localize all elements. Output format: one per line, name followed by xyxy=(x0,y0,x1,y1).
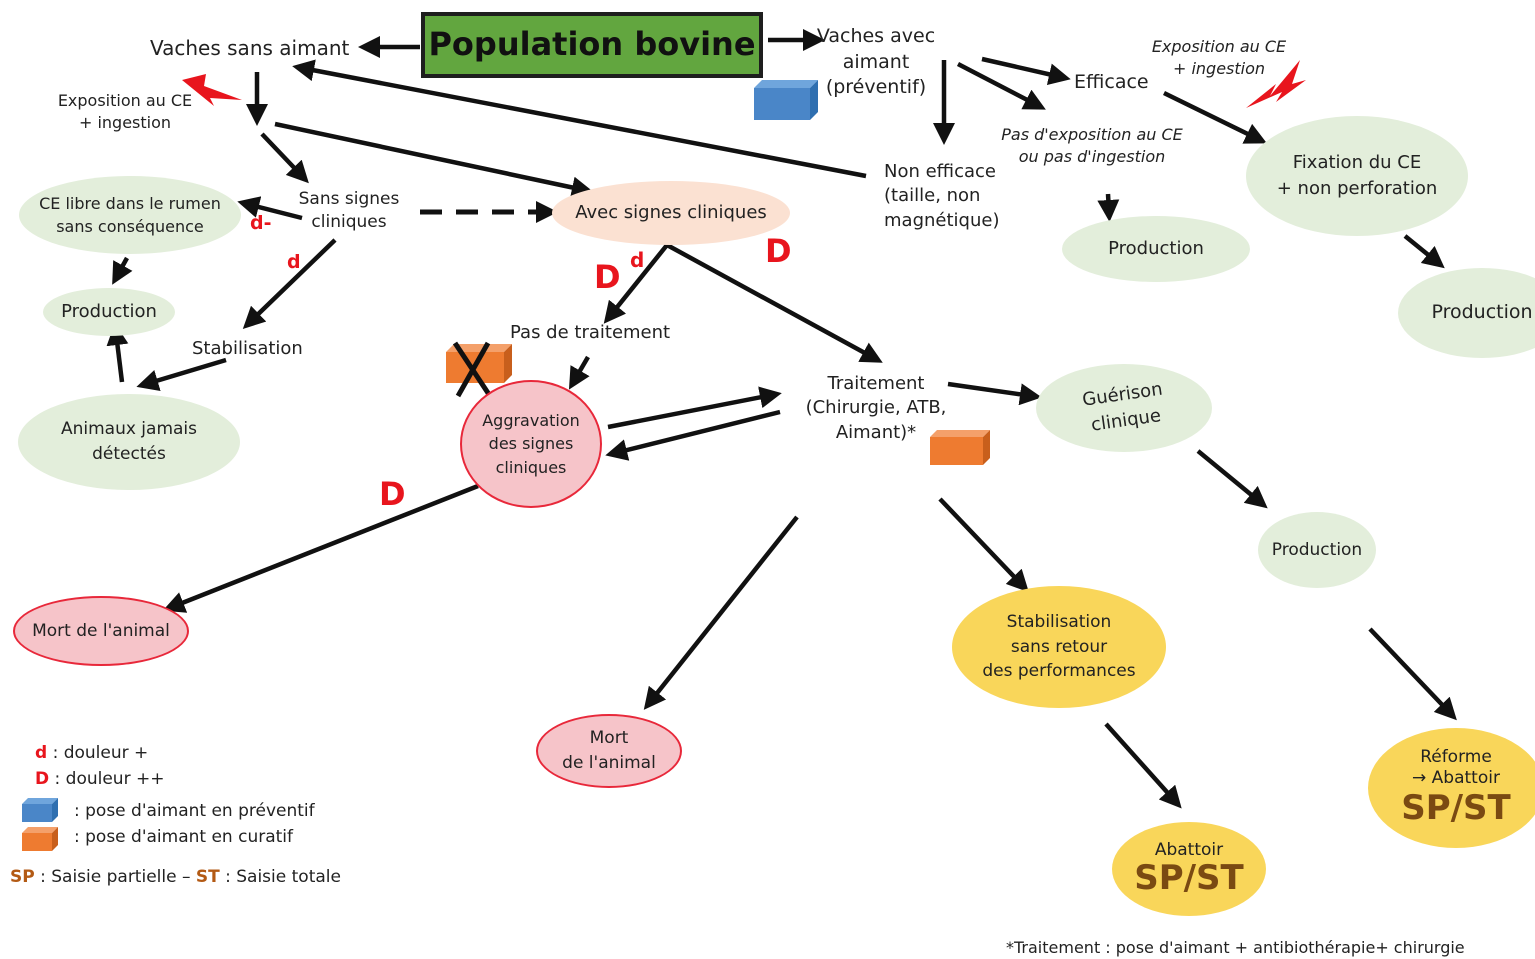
stabilisation-sans-retour-node: Stabilisation sans retour des performanc… xyxy=(952,586,1166,708)
arrow-to-pas-exposition xyxy=(956,62,1046,110)
arrow-sans-signes-to-stabilisation xyxy=(242,238,337,329)
abattoir-label: Abattoir xyxy=(1154,839,1224,860)
arrow-guerison-to-production xyxy=(1196,449,1268,509)
pain-D-mark: D xyxy=(379,475,406,513)
vaches-sans-aimant-label: Vaches sans aimant xyxy=(150,36,350,60)
arrow-pas-exposition-to-production xyxy=(1097,193,1120,222)
production-c-node: Production xyxy=(1258,512,1376,588)
production-a-node: Production xyxy=(1062,216,1250,282)
fixation-node: Fixation du CE + non perforation xyxy=(1246,116,1468,236)
arrow-to-sans-signes xyxy=(260,132,309,184)
traitement-label: Traitement (Chirurgie, ATB, Aimant)* xyxy=(805,373,947,443)
ce-libre-node: CE libre dans le rumen sans conséquence xyxy=(19,176,241,254)
arrow-stabilisation-to-animaux xyxy=(136,357,227,392)
pain-d-mark: d xyxy=(630,248,645,272)
arrow-traitement-to-stabilisation xyxy=(938,497,1029,593)
arrow-aggravation-to-mort xyxy=(162,483,479,613)
arrow-production-to-reforme xyxy=(1368,627,1457,721)
arrow-traitement-to-mort xyxy=(643,515,799,710)
vaches-avec-aimant-label: Vaches avec aimant (préventif) xyxy=(816,25,936,99)
pain-d-mark: d xyxy=(287,251,301,273)
spst-label: SP/ST xyxy=(1134,857,1244,898)
exposition-left-label: Exposition au CE + ingestion xyxy=(57,91,193,132)
avec-signes-node: Avec signes cliniques xyxy=(552,181,790,245)
arrow-non-efficace-to-sans-aimant xyxy=(292,59,867,179)
mort-center-node: Mort de l'animal xyxy=(536,714,682,788)
exposition-right-label: Exposition au CE + ingestion xyxy=(1151,37,1287,78)
lightning-icon xyxy=(182,74,242,106)
arrow-sans-signes-to-ce-libre xyxy=(237,196,303,221)
guerison-label: Guérison clinique xyxy=(1080,378,1164,436)
arrow-fixation-to-production xyxy=(1403,234,1445,269)
arrow-pas-traitement-to-aggravation xyxy=(568,355,590,390)
aggravation-node: Aggravation des signes cliniques xyxy=(460,380,602,508)
magnet-curatif-crossed-icon xyxy=(446,341,512,398)
arrow-stabilisation-to-abattoir xyxy=(1104,722,1182,809)
stabilisation-left-label: Stabilisation xyxy=(192,338,303,359)
arrow-efficace-to-fixation xyxy=(1163,90,1267,144)
production-b-node: Production xyxy=(1398,268,1535,358)
efficace-label: Efficace xyxy=(1074,71,1149,93)
mort-left-node: Mort de l'animal xyxy=(13,596,189,666)
arrow-to-avec-signes xyxy=(274,121,594,199)
spst2-label: SP/ST xyxy=(1401,787,1511,828)
pas-exposition-label: Pas d'exposition au CE ou pas d'ingestio… xyxy=(1001,125,1183,166)
legend-spst: SP : Saisie partielle – ST : Saisie tota… xyxy=(10,867,341,887)
arrow-traitement-to-guerison xyxy=(947,381,1042,406)
abattoir-node: Abattoir SP/ST xyxy=(1112,822,1266,916)
pas-traitement-label: Pas de traitement xyxy=(510,322,671,343)
legend-blue-magnet-icon xyxy=(22,798,58,822)
pain-d-minus-mark: d- xyxy=(250,212,272,234)
title-box: Population bovine xyxy=(421,12,763,78)
page-title: Population bovine xyxy=(428,25,756,64)
arrow-to-efficace xyxy=(981,56,1071,86)
guerison-node: Guérison clinique xyxy=(1036,364,1212,452)
legend-orange-magnet-icon xyxy=(22,827,58,851)
lightning-icon xyxy=(1246,60,1306,108)
sans-signes-label: Sans signes cliniques xyxy=(298,189,400,232)
animaux-jamais-node: Animaux jamais détectés xyxy=(18,394,240,490)
arrow-animaux-to-production xyxy=(106,323,129,383)
footnote: *Traitement : pose d'aimant + antibiothé… xyxy=(1006,938,1465,957)
non-efficace-label: Non efficace (taille, non magnétique) xyxy=(884,161,1000,231)
arrow-avec-signes-to-traitement xyxy=(665,243,883,363)
legend-preventif: : pose d'aimant en préventif xyxy=(74,801,315,821)
pain-D-mark: D xyxy=(765,232,792,270)
arrow-aggravation-to-traitement xyxy=(607,386,782,430)
legend-d: d : douleur + xyxy=(35,743,149,763)
arrow-ce-libre-to-production xyxy=(112,256,133,285)
magnet-curatif-icon xyxy=(930,430,990,465)
magnet-preventif-icon xyxy=(754,80,818,120)
production-left-node: Production xyxy=(43,288,175,336)
reforme-node: Réforme → Abattoir SP/ST xyxy=(1368,728,1535,848)
arrow-traitement-to-aggravation xyxy=(605,409,781,461)
reforme-label: Réforme → Abattoir xyxy=(1412,747,1500,788)
pain-D-mark: D xyxy=(594,258,621,296)
legend-D: D : douleur ++ xyxy=(35,769,165,789)
legend-curatif: : pose d'aimant en curatif xyxy=(74,827,294,847)
arrow-avec-signes-to-pas-traitement xyxy=(603,243,669,324)
